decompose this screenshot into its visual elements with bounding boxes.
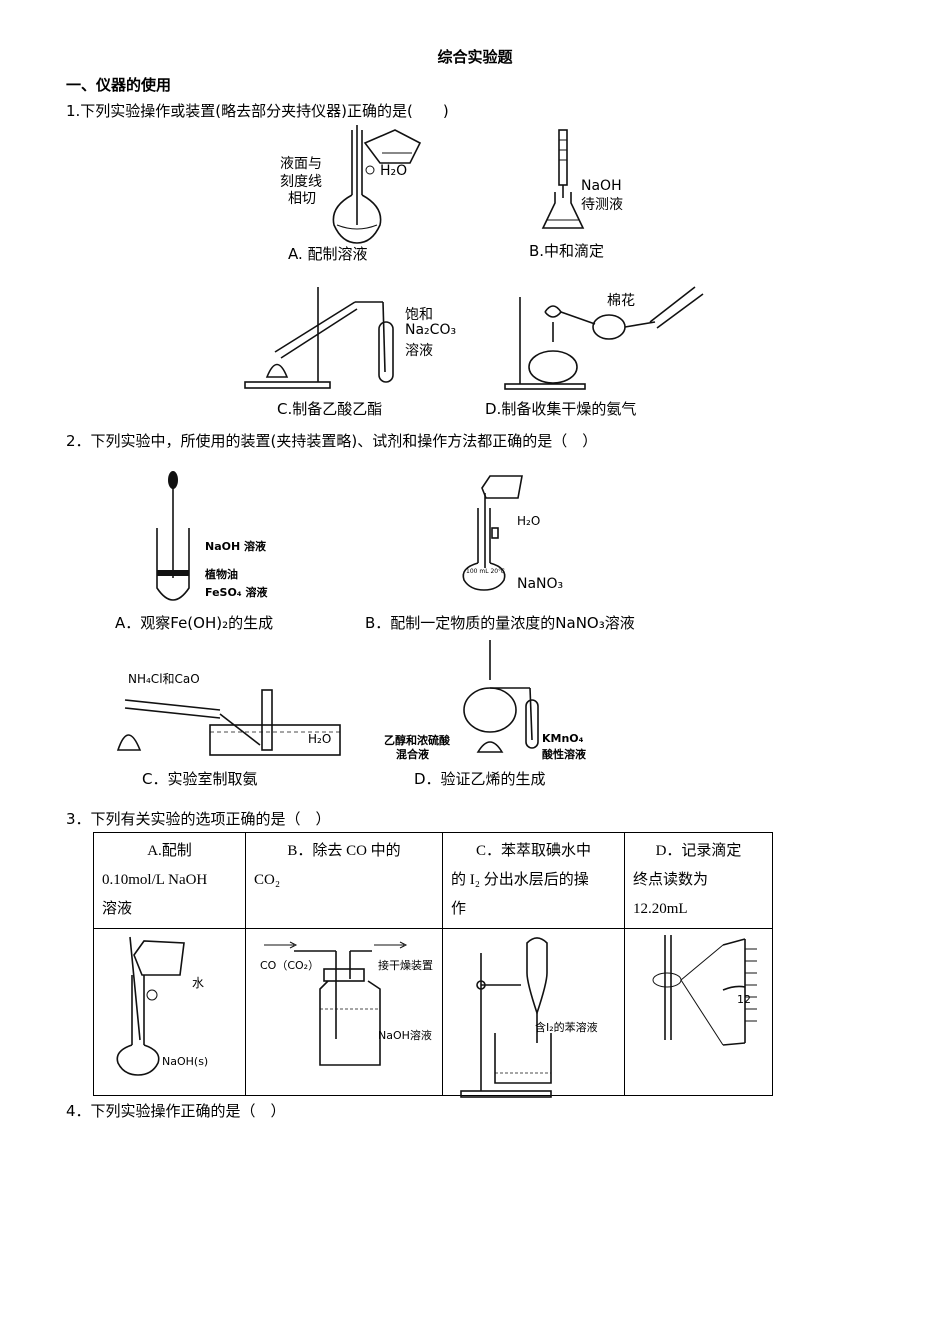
table-row: 水 NaOH(s) CO（CO₂） 接干燥装置 NaOH溶液 [93,928,773,1098]
question-4-stem: 4．下列实验操作正确的是（ ） [66,1102,286,1120]
q1c-note-1: 饱和 [405,307,433,323]
q2a-note-2: 植物油 [205,568,238,581]
q1-figure-c: 饱和 Na₂CO₃ 溶液 C.制备乙酸乙酯 [244,282,480,420]
q2-figure-c: NH₄Cl和CaO H₂O C．实验室制取氨 [110,670,350,788]
q3b-note-1: CO（CO₂） [260,959,320,972]
question-2-stem: 2．下列实验中，所使用的装置(夹持装置略)、试剂和操作方法都正确的是（ ） [66,432,598,450]
figure-c-cell: 含I₂的苯溶液 [442,928,625,1098]
q3b-note-3: NaOH溶液 [378,1029,432,1042]
q3d-note-1: 12 [737,993,751,1006]
q1c-label: C.制备乙酸乙酯 [277,400,383,418]
option-c-line-3: 作 [451,901,467,917]
q1a-label: A. 配制溶液 [288,245,368,263]
q1d-note-1: 棉花 [607,293,635,309]
q2b-note-1: H₂O [517,514,541,528]
q1c-note-2: Na₂CO₃ [405,322,457,338]
figure-b-cell: CO（CO₂） 接干燥装置 NaOH溶液 [245,928,443,1096]
ethylene-apparatus-icon [463,640,539,753]
option-a-line-2: 0.10mol/L NaOH [102,872,208,888]
burette-reading-icon [652,935,757,1046]
q2c-note-1: NH₄Cl和CaO [128,672,200,686]
q2-figure-b: H₂O 100 mL 20℃ NaNO₃ B．配制一定物质的量浓度的NaNO₃溶… [365,468,725,636]
option-b-line-1: B．除去 CO 中的 [287,843,401,859]
q2b-flask-mark: 100 mL 20℃ [466,568,505,575]
volumetric-flask-icon [332,125,422,244]
q2-figure-a: NaOH 溶液 植物油 FeSO₄ 溶液 A．观察Fe(OH)₂的生成 [115,468,355,636]
q1-figure-b: NaOH 待测液 B.中和滴定 [525,128,685,268]
q2a-note-1: NaOH 溶液 [205,540,267,553]
q2d-note-3: KMnO₄ [542,732,584,745]
option-c-line-2: 的 I₂ 分出水层后的操 [451,872,589,888]
q1d-label: D.制备收集干燥的氨气 [485,400,637,418]
q2d-note-1: 乙醇和浓硫酸 [384,734,450,747]
page-title: 综合实验题 [437,48,513,66]
option-a-line-1: A.配制 [147,843,192,859]
q2c-label: C．实验室制取氨 [142,770,258,788]
option-d-line-3: 12.20mL [633,901,688,917]
q2b-label: B．配制一定物质的量浓度的NaNO₃溶液 [365,614,635,632]
q2-figure-d: 乙醇和浓硫酸 混合液 KMnO₄ 酸性溶液 D．验证乙烯的生成 [380,640,620,788]
q1b-note-2: 待测液 [581,197,623,213]
question-3-stem: 3．下列有关实验的选项正确的是（ ） [66,810,331,828]
separatory-funnel-icon [460,937,552,1098]
option-b-line-2: CO₂ [254,872,281,888]
q1a-water: H₂O [380,163,408,179]
options-table: A.配制 0.10mol/L NaOH 溶液 B．除去 CO 中的 CO₂ C．… [93,832,773,1098]
q1c-note-3: 溶液 [405,343,433,359]
q2c-note-2: H₂O [308,732,332,746]
figure-a-cell: 水 NaOH(s) [93,928,246,1096]
section-heading: 一、仪器的使用 [66,76,172,94]
q1a-note-1: 液面与 [280,156,322,172]
q1-figure-d: 棉花 D.制备收集干燥的氨气 [485,282,735,420]
volumetric-flask-icon [462,475,523,591]
figure-d-cell: 12 [624,928,773,1096]
volumetric-flask-icon [116,936,185,1076]
q2a-label: A．观察Fe(OH)₂的生成 [115,614,274,632]
q2d-note-2: 混合液 [396,748,429,761]
gas-washing-bottle-icon [264,941,408,1066]
q2a-note-3: FeSO₄ 溶液 [205,586,268,599]
q1-figure-a: 液面与 刻度线 相切 H₂O A. 配制溶液 [270,125,470,270]
q3a-note-2: NaOH(s) [162,1055,209,1068]
option-d-line-2: 终点读数为 [633,872,709,888]
option-d-cell: D．记录滴定 终点读数为 12.20mL [624,832,773,929]
ester-apparatus-icon [244,287,394,389]
option-c-line-1: C．苯萃取碘水中 [475,843,591,859]
q2b-note-2: NaNO₃ [517,576,564,592]
q2d-note-4: 酸性溶液 [542,748,586,761]
q2d-label: D．验证乙烯的生成 [414,770,546,788]
option-a-cell: A.配制 0.10mol/L NaOH 溶液 [93,832,246,929]
ammonia-apparatus-icon [504,286,704,390]
q1a-note-2: 刻度线 [280,174,322,190]
q3b-note-2: 接干燥装置 [378,959,433,972]
q3c-note-1: 含I₂的苯溶液 [535,1021,598,1034]
table-row: A.配制 0.10mol/L NaOH 溶液 B．除去 CO 中的 CO₂ C．… [93,832,773,929]
q1b-label: B.中和滴定 [529,242,605,260]
q1b-note-1: NaOH [581,178,622,194]
test-tube-dropper-icon [156,471,190,601]
option-b-cell: B．除去 CO 中的 CO₂ [245,832,443,929]
option-a-line-3: 溶液 [102,901,133,917]
option-d-line-1: D．记录滴定 [655,843,742,859]
ammonia-collection-icon [116,689,341,756]
question-1-stem: 1.下列实验操作或装置(略去部分夹持仪器)正确的是( ) [66,102,449,120]
option-c-cell: C．苯萃取碘水中 的 I₂ 分出水层后的操 作 [442,832,625,929]
q3a-note-1: 水 [192,976,205,990]
titration-flask-icon [541,129,585,229]
q1a-note-3: 相切 [288,191,316,207]
